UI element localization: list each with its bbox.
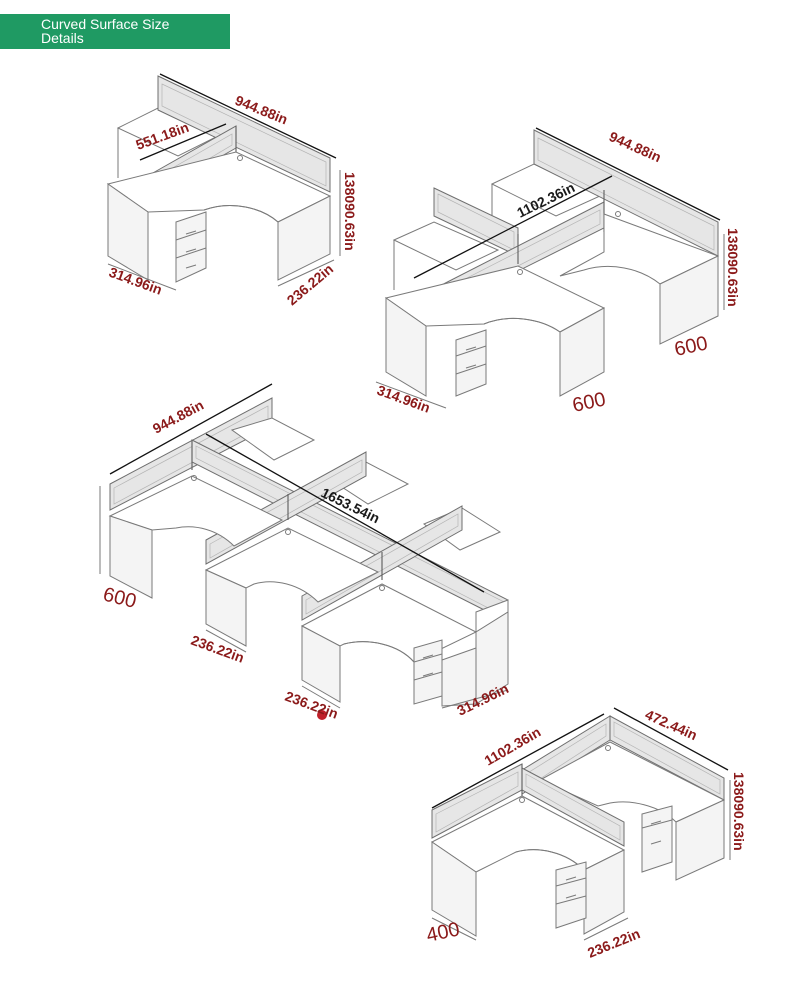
grommet-hole [191, 475, 197, 481]
drawer-line [641, 819, 673, 829]
drawer-line [555, 877, 587, 887]
dim-height-label: 138090.63in [725, 228, 741, 307]
drawer-line [175, 229, 207, 241]
desk-left-panel [107, 183, 149, 281]
drawer-handle [185, 248, 197, 253]
drawer-pedestal [175, 211, 207, 283]
desk1-top [108, 475, 284, 547]
grommet-hole [615, 211, 621, 217]
drawer-handle [422, 654, 434, 659]
dim-line-length [109, 383, 273, 475]
drawer-handle [422, 672, 434, 677]
drawer-line [455, 345, 487, 357]
desk2-top [204, 527, 380, 603]
left-shelf-top [392, 221, 500, 271]
grommet-hole [519, 797, 525, 803]
dim-line-length [613, 707, 729, 771]
grommet-hole [285, 529, 291, 535]
dim-line-width2 [301, 685, 341, 709]
dim-line-span [205, 433, 485, 593]
desk-curve [343, 641, 415, 663]
dim-line-span [413, 175, 613, 279]
desk3-left-panel [301, 625, 341, 703]
back-partition [157, 75, 331, 193]
dim-line-inner [139, 123, 227, 161]
desk-curve [483, 317, 561, 333]
front-desk-right-panel [559, 307, 605, 397]
drawer-handle [465, 364, 477, 369]
dim-length-label: 472.44in [643, 706, 700, 743]
dim-line-depth [107, 263, 177, 291]
back-partition-right-glass [613, 721, 721, 795]
drawer-handle [650, 820, 662, 825]
front-partition-glass [305, 513, 459, 615]
drawer-handle [465, 346, 477, 351]
drawer-line [175, 247, 207, 259]
drawer-handle [565, 876, 577, 881]
diagram-corner-workstation: 1102.36in 472.44in 138090.63in 400 236.2… [424, 706, 747, 961]
drawer-line [413, 653, 443, 663]
back-shelf-1 [230, 417, 316, 461]
grommet-hole [517, 269, 523, 275]
dim-line-mark [431, 917, 477, 941]
dim-mark-right: 600 [672, 332, 709, 360]
front-desk-left-panel [431, 841, 477, 937]
back-partition-glass [161, 83, 327, 187]
grommet-hole [605, 745, 611, 751]
dim-line-depth [441, 689, 509, 709]
marker-dot [317, 710, 327, 720]
grommet-hole [379, 585, 385, 591]
dim-line-width [277, 259, 335, 287]
dim-length-label: 944.88in [150, 397, 206, 437]
dim-line-length [159, 73, 337, 159]
dim-height-label: 138090.63in [342, 172, 358, 251]
drawer-line [455, 363, 487, 375]
diagram-single-workstation: 944.88in 551.18in 138090.63in 314.96in 2… [106, 73, 358, 308]
drawer-handle [185, 230, 197, 235]
desk-curve [203, 205, 279, 223]
diagram-triple-workstation: 944.88in 1653.54in 600 236.22in 236.22in… [99, 383, 511, 722]
drawer-pedestal [555, 861, 587, 929]
front-partition-left-glass [435, 771, 519, 833]
drawer-handle [185, 264, 197, 269]
diagram-double-workstation: 944.88in 1102.36in 138090.63in 314.96in … [375, 127, 741, 417]
dim-mark-bottom: 600 [570, 388, 607, 416]
dim-mark-label: 400 [424, 918, 461, 946]
header-banner: Curved Surface Size Details [0, 14, 230, 49]
desk-right-panel [277, 195, 331, 281]
dim-line-width [583, 917, 629, 941]
header-title-line2: Details [41, 30, 84, 46]
drawer-pedestal [413, 639, 443, 705]
header-title-line1: Curved Surface Size [41, 16, 170, 32]
drawer-line [413, 671, 443, 681]
right-desk-panel [659, 255, 719, 345]
dim-length-label: 944.88in [607, 128, 664, 165]
dim-line-width1 [205, 629, 247, 653]
back-partition-right-glass [537, 137, 715, 251]
drawer-pedestal [455, 329, 487, 397]
desk1-left-panel [109, 515, 153, 599]
dim-span-label: 1102.36in [482, 724, 544, 769]
dim-height-label: 138090.63in [731, 772, 747, 851]
grommet-hole [237, 155, 243, 161]
back-drawer-pedestal [641, 805, 673, 873]
back-desk-panel [675, 799, 725, 881]
desk2-left-panel [205, 569, 247, 647]
dim-line-depth [375, 381, 447, 409]
drawer-handle [650, 840, 662, 845]
drawer-line [555, 895, 587, 905]
dim-line-length [535, 127, 721, 221]
front-partition-right-glass [525, 773, 621, 841]
middle-partition-glass [209, 459, 363, 559]
dim-line-span [431, 713, 605, 809]
front-desk-left-panel [385, 297, 427, 397]
dim-width-label: 236.22in [585, 925, 642, 961]
drawer-handle [565, 894, 577, 899]
